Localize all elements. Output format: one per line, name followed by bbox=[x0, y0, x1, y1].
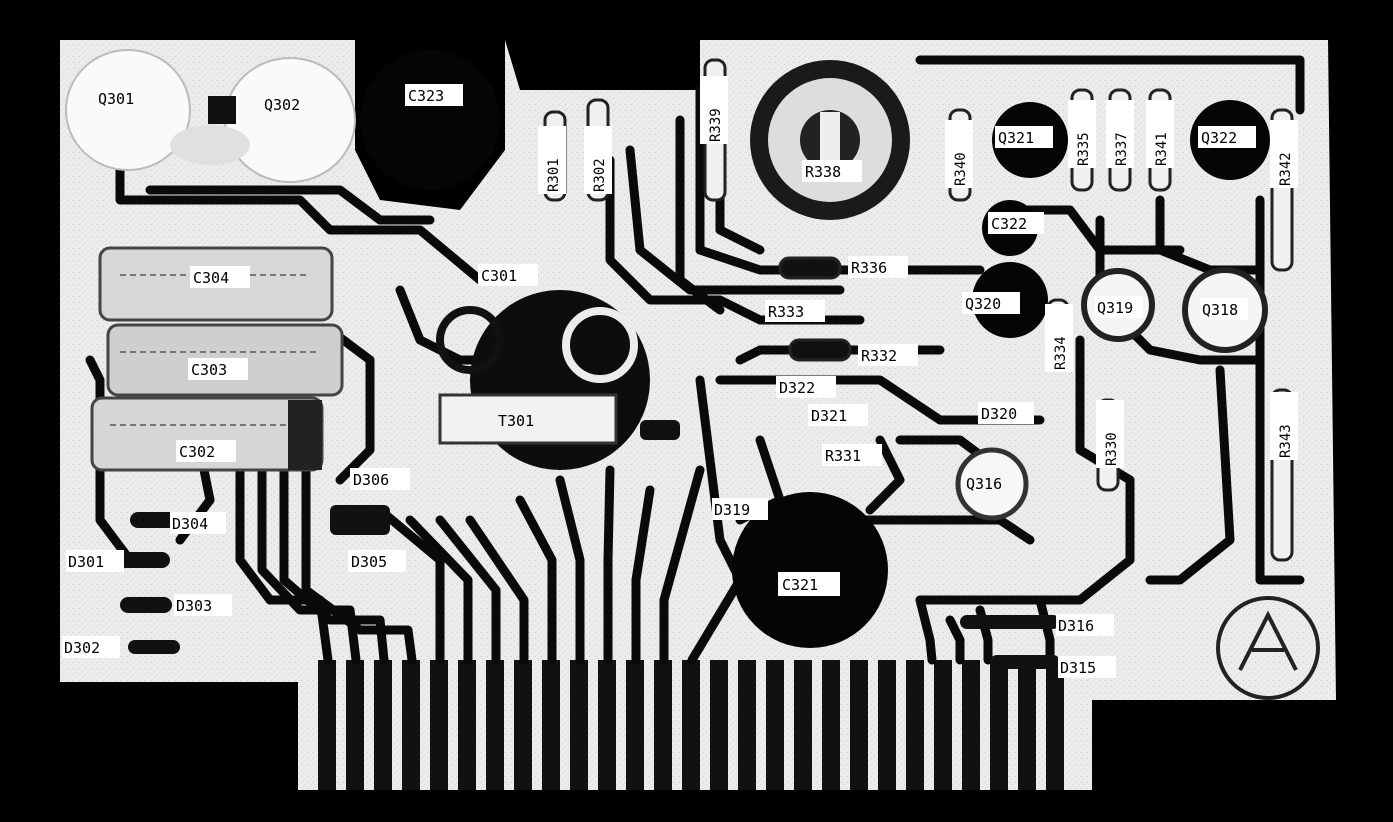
label-d321: D321 bbox=[811, 407, 847, 425]
c321-capacitor bbox=[732, 492, 888, 648]
label-d304: D304 bbox=[172, 515, 208, 533]
edge-connector bbox=[318, 660, 1064, 790]
r338-potentiometer bbox=[750, 60, 910, 220]
label-d303: D303 bbox=[176, 597, 212, 615]
label-c302: C302 bbox=[179, 443, 215, 461]
label-r331: R331 bbox=[825, 447, 861, 465]
label-q318: Q318 bbox=[1202, 301, 1238, 319]
label-c323: C323 bbox=[408, 87, 444, 105]
label-t301: T301 bbox=[498, 412, 534, 430]
label-r333: R333 bbox=[768, 303, 804, 321]
label-r301: R301 bbox=[546, 158, 562, 192]
label-r338: R338 bbox=[805, 163, 841, 181]
label-r341: R341 bbox=[1154, 132, 1170, 166]
label-q322: Q322 bbox=[1201, 129, 1237, 147]
label-r340: R340 bbox=[953, 152, 969, 186]
label-r337: R337 bbox=[1114, 132, 1130, 166]
label-r343: R343 bbox=[1278, 424, 1294, 458]
label-d306: D306 bbox=[353, 471, 389, 489]
label-d319: D319 bbox=[714, 501, 750, 519]
label-d301: D301 bbox=[68, 553, 104, 571]
label-r330: R330 bbox=[1104, 432, 1120, 466]
label-d302: D302 bbox=[64, 639, 100, 657]
label-r339: R339 bbox=[708, 108, 724, 142]
label-q302: Q302 bbox=[264, 96, 300, 114]
label-d305: D305 bbox=[351, 553, 387, 571]
board-notch-right bbox=[505, 40, 700, 90]
label-c321: C321 bbox=[782, 576, 818, 594]
label-q321: Q321 bbox=[998, 129, 1034, 147]
label-c303: C303 bbox=[191, 361, 227, 379]
label-d316: D316 bbox=[1058, 617, 1094, 635]
label-r335: R335 bbox=[1076, 132, 1092, 166]
transistor-cans bbox=[65, 49, 356, 183]
label-r332: R332 bbox=[861, 347, 897, 365]
label-r342: R342 bbox=[1278, 152, 1294, 186]
label-q319: Q319 bbox=[1097, 299, 1133, 317]
label-c322: C322 bbox=[991, 215, 1027, 233]
label-r336: R336 bbox=[851, 259, 887, 277]
label-d320: D320 bbox=[981, 405, 1017, 423]
label-d315: D315 bbox=[1060, 659, 1096, 677]
label-d322: D322 bbox=[779, 379, 815, 397]
label-r334: R334 bbox=[1053, 336, 1069, 370]
label-q301: Q301 bbox=[98, 90, 134, 108]
label-c301: C301 bbox=[481, 267, 517, 285]
t301-transformer bbox=[436, 290, 650, 470]
label-q320: Q320 bbox=[965, 295, 1001, 313]
label-r302: R302 bbox=[592, 158, 608, 192]
diodes bbox=[118, 420, 1060, 669]
maker-logo bbox=[1216, 596, 1320, 700]
label-q316: Q316 bbox=[966, 475, 1002, 493]
c323-capacitor bbox=[360, 50, 500, 190]
label-c304: C304 bbox=[193, 269, 229, 287]
